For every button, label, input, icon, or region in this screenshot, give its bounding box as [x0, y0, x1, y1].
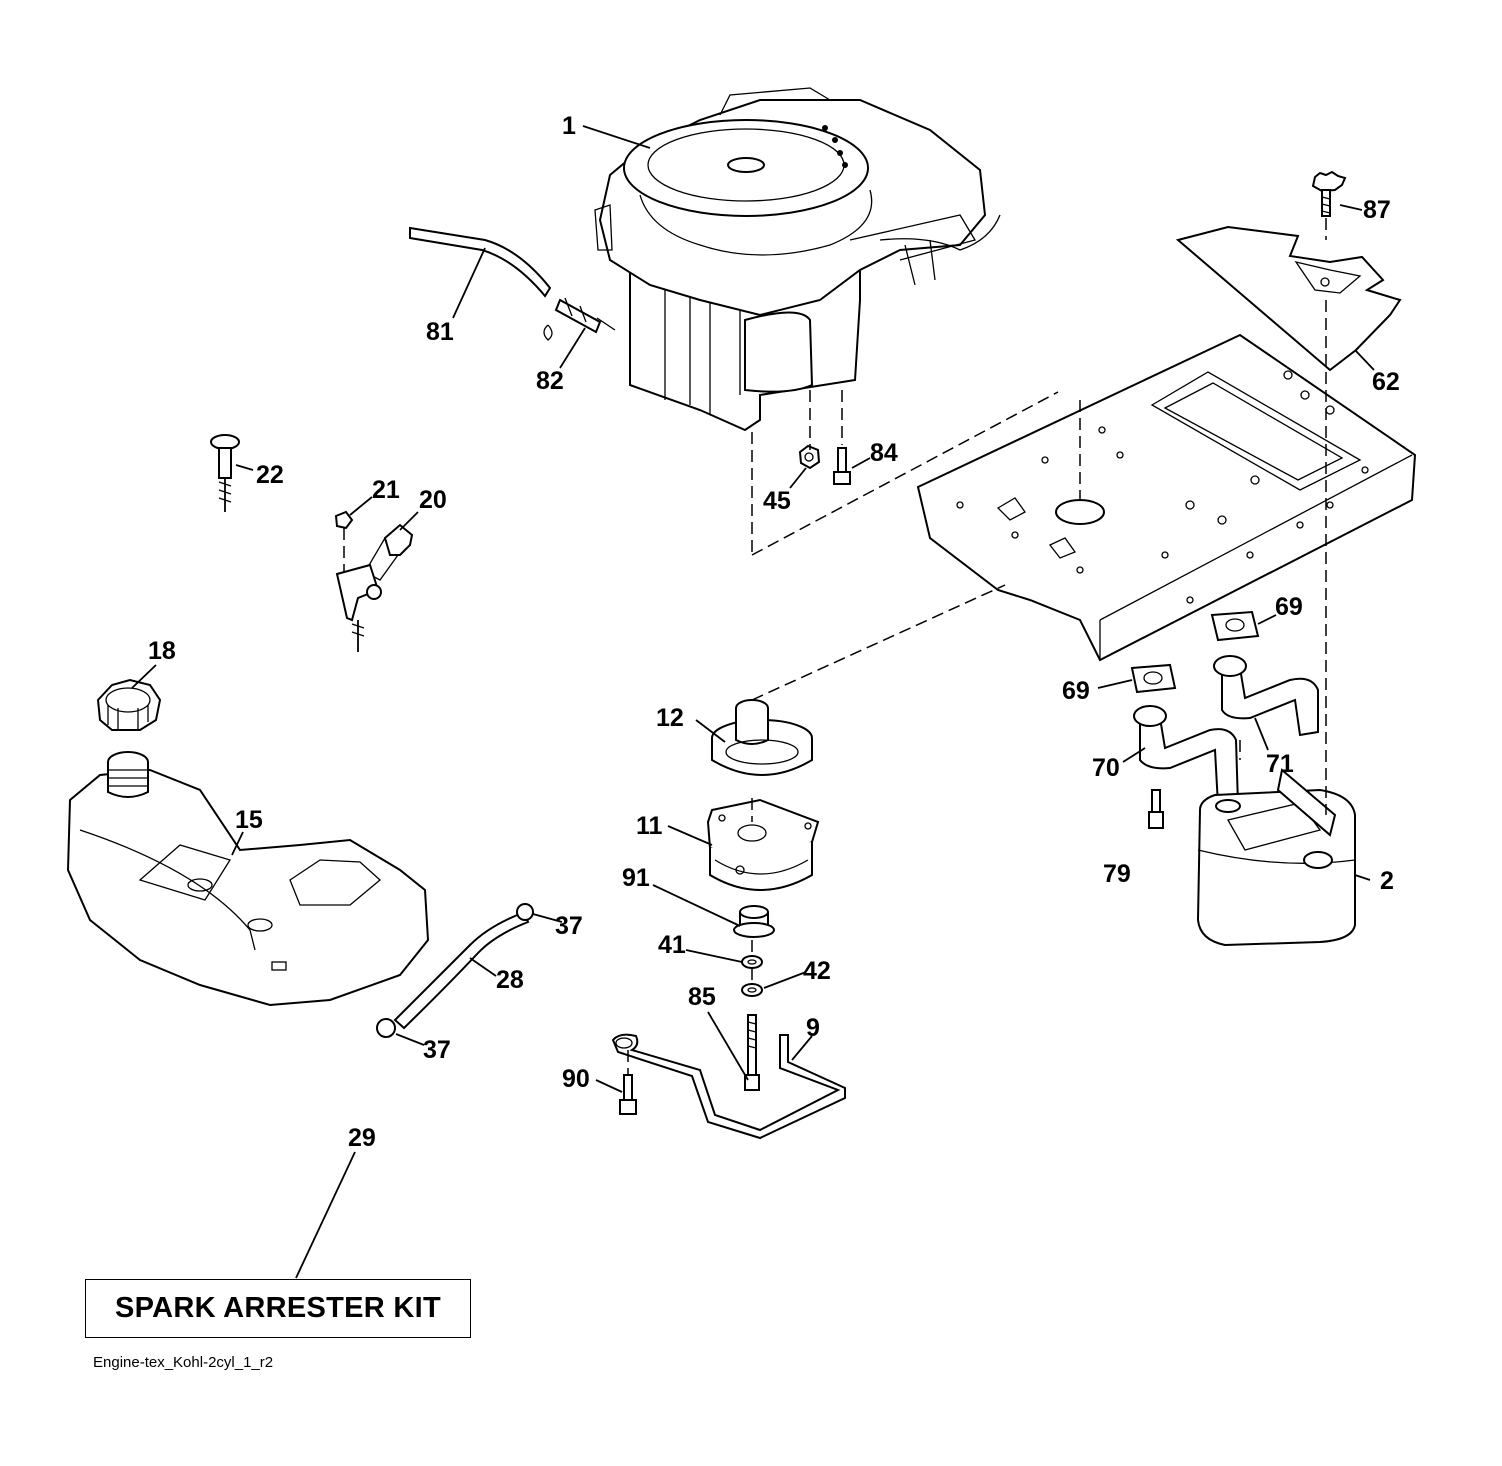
label-41: 41 [658, 931, 686, 959]
label-42: 42 [803, 957, 831, 985]
bolt-79 [1148, 789, 1164, 829]
spark-arrester-kit-label: SPARK ARRESTER KIT [114, 1292, 442, 1324]
label-37-bottom: 37 [423, 1036, 451, 1064]
gasket-69-left [1130, 663, 1177, 694]
gasket-69-right [1210, 610, 1260, 642]
label-85: 85 [688, 983, 716, 1011]
label-29: 29 [348, 1124, 376, 1152]
label-18: 18 [148, 637, 176, 665]
callout-labels: 1 87 81 82 62 84 45 22 21 20 69 69 18 12… [148, 112, 1400, 1152]
muffler-2 [1196, 768, 1356, 947]
pulley-12 [711, 699, 813, 776]
label-82: 82 [536, 367, 564, 395]
fuel-hose-81 [409, 226, 616, 341]
label-15: 15 [235, 806, 263, 834]
label-87: 87 [1363, 196, 1391, 224]
plunger-22 [210, 434, 240, 512]
label-70: 70 [1092, 754, 1120, 782]
label-28: 28 [496, 966, 524, 994]
knob-87 [1311, 170, 1347, 217]
alignment-lines [627, 218, 1327, 1075]
label-79: 79 [1103, 860, 1131, 888]
screw-21 [334, 510, 354, 572]
nut-45 [798, 444, 821, 470]
label-62: 62 [1372, 368, 1400, 396]
switch-20 [335, 523, 414, 652]
washer-42 [741, 983, 763, 997]
drawing-code: Engine-tex_Kohl-2cyl_1_r2 [93, 1354, 274, 1371]
frame-chassis [916, 333, 1417, 662]
fuel-tank-15 [66, 751, 430, 1007]
spacer-91 [733, 905, 775, 938]
bolt-84 [833, 447, 851, 485]
bracket-9 [611, 1033, 846, 1140]
label-22: 22 [256, 461, 284, 489]
label-9: 9 [806, 1014, 820, 1042]
bolt-85 [744, 1014, 760, 1091]
label-71: 71 [1266, 750, 1294, 778]
label-81: 81 [426, 318, 454, 346]
label-91: 91 [622, 864, 650, 892]
label-20: 20 [419, 486, 447, 514]
label-2: 2 [1380, 867, 1394, 895]
washer-41 [741, 955, 763, 969]
label-21: 21 [372, 476, 400, 504]
pto-clutch-11 [706, 798, 820, 891]
bolt-90 [619, 1074, 637, 1115]
label-84: 84 [870, 439, 898, 467]
fuel-cap-18 [96, 678, 162, 731]
exhaust-pipe-70 [1133, 705, 1240, 806]
label-69-right: 69 [1275, 593, 1303, 621]
engine-illustration [594, 87, 1001, 432]
label-69-left: 69 [1062, 677, 1090, 705]
label-90: 90 [562, 1065, 590, 1093]
hose-clamp-37-top [516, 903, 534, 921]
exhaust-pipe-71 [1213, 655, 1319, 737]
label-12: 12 [656, 704, 684, 732]
label-37-top: 37 [555, 912, 583, 940]
hose-clamp-37-bottom [376, 1018, 396, 1038]
spark-arrester-kit-box: SPARK ARRESTER KIT [85, 1279, 471, 1338]
leader-lines [131, 125, 1375, 1279]
label-11: 11 [636, 812, 663, 840]
label-45: 45 [763, 487, 791, 515]
label-1: 1 [562, 112, 576, 140]
